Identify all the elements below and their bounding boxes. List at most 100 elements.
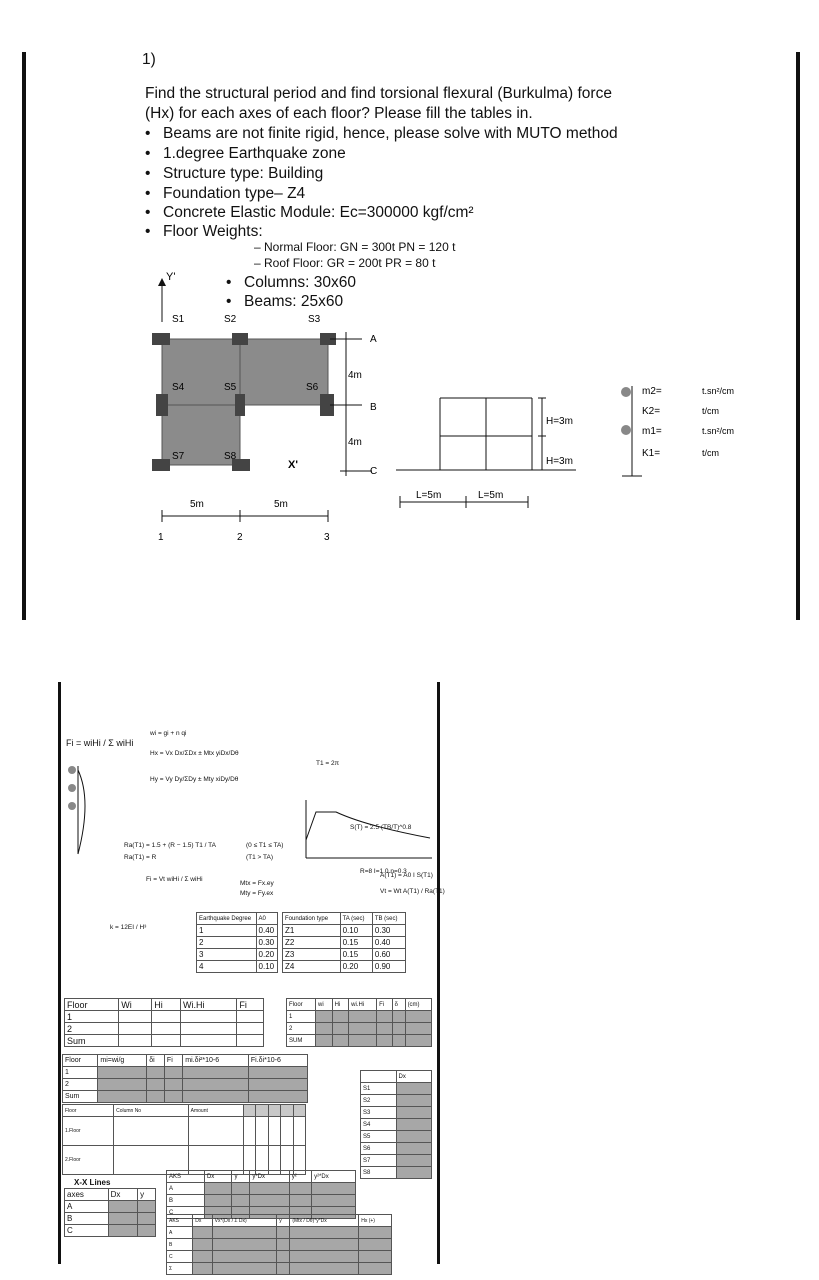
aks2-cell[interactable]: [192, 1262, 213, 1275]
t3-cell[interactable]: [315, 1022, 333, 1035]
t3-cell[interactable]: [331, 1022, 350, 1035]
t1-cell[interactable]: [236, 1010, 264, 1023]
aks2-cell[interactable]: [358, 1226, 392, 1239]
t1-cell[interactable]: [179, 1022, 238, 1035]
aks2-cell[interactable]: [211, 1226, 278, 1239]
aks2-cell[interactable]: [358, 1238, 392, 1251]
aks2-cell[interactable]: [211, 1238, 278, 1251]
t2-cell[interactable]: [182, 1078, 249, 1091]
dx-cell[interactable]: [395, 1106, 432, 1119]
t3-cell[interactable]: [404, 1034, 433, 1047]
aks2-cell[interactable]: [289, 1226, 360, 1239]
t3-cell[interactable]: [315, 1034, 333, 1047]
t2-cell[interactable]: [146, 1078, 165, 1091]
formula-wi: wi = gi + n qi: [150, 730, 187, 737]
aks2-cell[interactable]: [358, 1250, 392, 1263]
dx-cell[interactable]: [395, 1130, 432, 1143]
aks2-cell[interactable]: [192, 1250, 213, 1263]
t1-cell[interactable]: [118, 1022, 153, 1035]
t3-cell[interactable]: [348, 1034, 378, 1047]
t1-cell[interactable]: [151, 1034, 181, 1047]
t1-cell[interactable]: [118, 1034, 153, 1047]
xx-cell[interactable]: [107, 1212, 139, 1225]
t3-cell[interactable]: [331, 1010, 350, 1023]
t3-cell[interactable]: [404, 1010, 433, 1023]
xx-cell[interactable]: [107, 1224, 139, 1237]
dx-cell[interactable]: [395, 1142, 432, 1155]
aks2-cell[interactable]: [358, 1262, 392, 1275]
dx-cell[interactable]: [395, 1094, 432, 1107]
t1-cell[interactable]: [179, 1010, 238, 1023]
t1-cell[interactable]: [179, 1034, 238, 1047]
t2-cell[interactable]: [97, 1066, 148, 1079]
aks-cell[interactable]: [203, 1182, 233, 1195]
t2-cell[interactable]: [163, 1078, 184, 1091]
t1-cell[interactable]: [151, 1010, 181, 1023]
aks2-cell[interactable]: [276, 1226, 291, 1239]
t2-cell[interactable]: [146, 1090, 165, 1103]
t2-cell[interactable]: [97, 1090, 148, 1103]
foundation-cell: Z3: [282, 948, 341, 961]
t3-cell[interactable]: [391, 1022, 406, 1035]
t2-cell[interactable]: [247, 1066, 309, 1079]
t1-cell[interactable]: [118, 1010, 153, 1023]
aks2-cell[interactable]: [276, 1238, 291, 1251]
aks2-cell[interactable]: [289, 1262, 360, 1275]
t2-cell[interactable]: [247, 1078, 309, 1091]
dx-cell[interactable]: [395, 1082, 432, 1095]
t3-cell[interactable]: [404, 1022, 433, 1035]
t3-cell[interactable]: [391, 1010, 406, 1023]
aks-cell[interactable]: [311, 1194, 356, 1207]
t2-cell[interactable]: [163, 1090, 184, 1103]
t4-cell[interactable]: [267, 1116, 282, 1146]
aks2-cell[interactable]: [192, 1238, 213, 1251]
dx-cell[interactable]: [395, 1166, 432, 1179]
t3-cell[interactable]: [315, 1010, 333, 1023]
t2-header: mi.δi²*10-6: [182, 1054, 249, 1067]
aks2-cell[interactable]: [192, 1226, 213, 1239]
t3-cell[interactable]: [348, 1022, 378, 1035]
aks-cell[interactable]: [231, 1194, 251, 1207]
t4-cell[interactable]: [255, 1116, 269, 1146]
t2-cell[interactable]: [163, 1066, 184, 1079]
t2-cell[interactable]: [247, 1090, 309, 1103]
t3-cell[interactable]: [391, 1034, 406, 1047]
t3-cell[interactable]: [376, 1034, 393, 1047]
t2-cell[interactable]: [146, 1066, 165, 1079]
aks-cell[interactable]: [231, 1182, 251, 1195]
t3-cell[interactable]: [376, 1022, 393, 1035]
t1-cell[interactable]: [236, 1034, 264, 1047]
t4-cell[interactable]: [242, 1116, 257, 1146]
t4-cell[interactable]: [292, 1116, 306, 1146]
aks2-cell[interactable]: [276, 1250, 291, 1263]
t4-cell[interactable]: [113, 1116, 189, 1146]
aks-cell[interactable]: [288, 1194, 313, 1207]
dx-cell[interactable]: [395, 1118, 432, 1131]
aks2-cell[interactable]: [211, 1262, 278, 1275]
t1-cell[interactable]: [151, 1022, 181, 1035]
aks-cell[interactable]: [311, 1182, 356, 1195]
xx-cell[interactable]: [137, 1212, 156, 1225]
aks-cell[interactable]: [288, 1182, 313, 1195]
t3-cell[interactable]: [331, 1034, 350, 1047]
xx-cell[interactable]: [137, 1224, 156, 1237]
aks2-cell[interactable]: [289, 1250, 360, 1263]
aks2-cell[interactable]: [289, 1238, 360, 1251]
aks2-cell[interactable]: [276, 1262, 291, 1275]
t3-cell[interactable]: [348, 1010, 378, 1023]
aks-cell[interactable]: [249, 1194, 290, 1207]
t4-cell[interactable]: [280, 1116, 294, 1146]
aks2-cell[interactable]: [211, 1250, 278, 1263]
t2-cell[interactable]: [182, 1066, 249, 1079]
xx-cell[interactable]: [137, 1200, 156, 1213]
frame-h1: H=3m: [546, 416, 573, 427]
aks-cell[interactable]: [249, 1182, 290, 1195]
t1-cell[interactable]: [236, 1022, 264, 1035]
t3-cell[interactable]: [376, 1010, 393, 1023]
xx-cell[interactable]: [107, 1200, 139, 1213]
t2-cell[interactable]: [182, 1090, 249, 1103]
t4-cell[interactable]: [187, 1116, 244, 1146]
aks-cell[interactable]: [203, 1194, 233, 1207]
t2-cell[interactable]: [97, 1078, 148, 1091]
dx-cell[interactable]: [395, 1154, 432, 1167]
